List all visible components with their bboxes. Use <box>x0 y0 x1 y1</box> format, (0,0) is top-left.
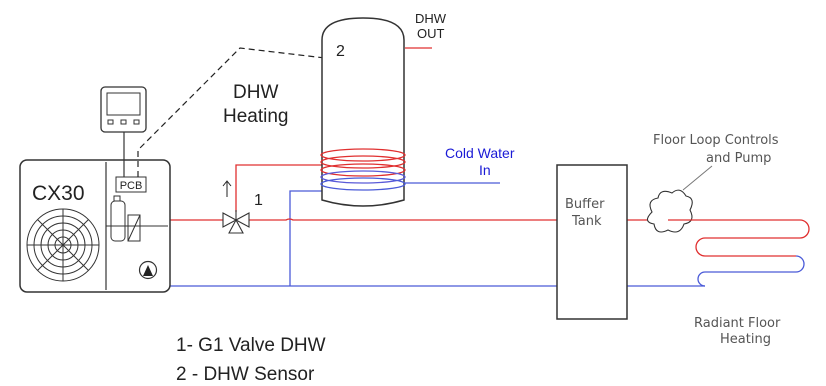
tank-coil <box>320 148 406 191</box>
fan-grille-icon <box>26 208 100 282</box>
tank-coil-return-pipe <box>289 190 326 286</box>
radiant-label-2: Heating <box>720 332 771 347</box>
three-way-valve-icon <box>222 210 250 234</box>
radiant-floor-loop <box>668 219 810 287</box>
radiant-label-1: Radiant Floor <box>694 316 781 331</box>
dhw-heating-label-2: Heating <box>223 106 289 127</box>
buffer-label-2: Tank <box>571 214 602 229</box>
legend: 1- G1 Valve DHW 2 - DHW Sensor <box>176 335 326 385</box>
valve-to-coil-pipe <box>235 164 326 212</box>
legend-item-1: 1- G1 Valve DHW <box>176 335 326 356</box>
controller-icon <box>100 86 147 177</box>
compressor-icon <box>110 195 141 242</box>
buffer-tank: Buffer Tank <box>556 164 628 320</box>
pcb-label: PCB <box>120 180 143 192</box>
floor-controls-cloud-icon <box>646 165 713 233</box>
cx30-unit: CX30 PCB <box>19 159 171 293</box>
sensor-number: 2 <box>336 43 345 60</box>
legend-item-2: 2 - DHW Sensor <box>176 364 315 385</box>
dhw-tank: 2 <box>320 17 406 207</box>
valve-direction-arrow <box>222 180 232 197</box>
floor-controls-label-1: Floor Loop Controls <box>653 133 779 148</box>
pcb-box <box>115 176 147 193</box>
valve-number: 1 <box>254 192 263 209</box>
cold-water-label-2: In <box>479 162 491 178</box>
valve-to-buffer-pipe <box>245 218 557 221</box>
buffer-label-1: Buffer <box>565 197 605 212</box>
cold-water-label-1: Cold Water <box>445 145 515 161</box>
unit-label: CX30 <box>32 182 85 205</box>
dhw-heating-label-1: DHW <box>233 82 278 103</box>
sensor-wire <box>137 47 326 177</box>
dhw-out-label-2: OUT <box>417 26 445 41</box>
floor-controls-label-2: and Pump <box>706 151 771 166</box>
dhw-out-label-1: DHW <box>415 11 447 26</box>
pump-icon <box>138 260 158 280</box>
